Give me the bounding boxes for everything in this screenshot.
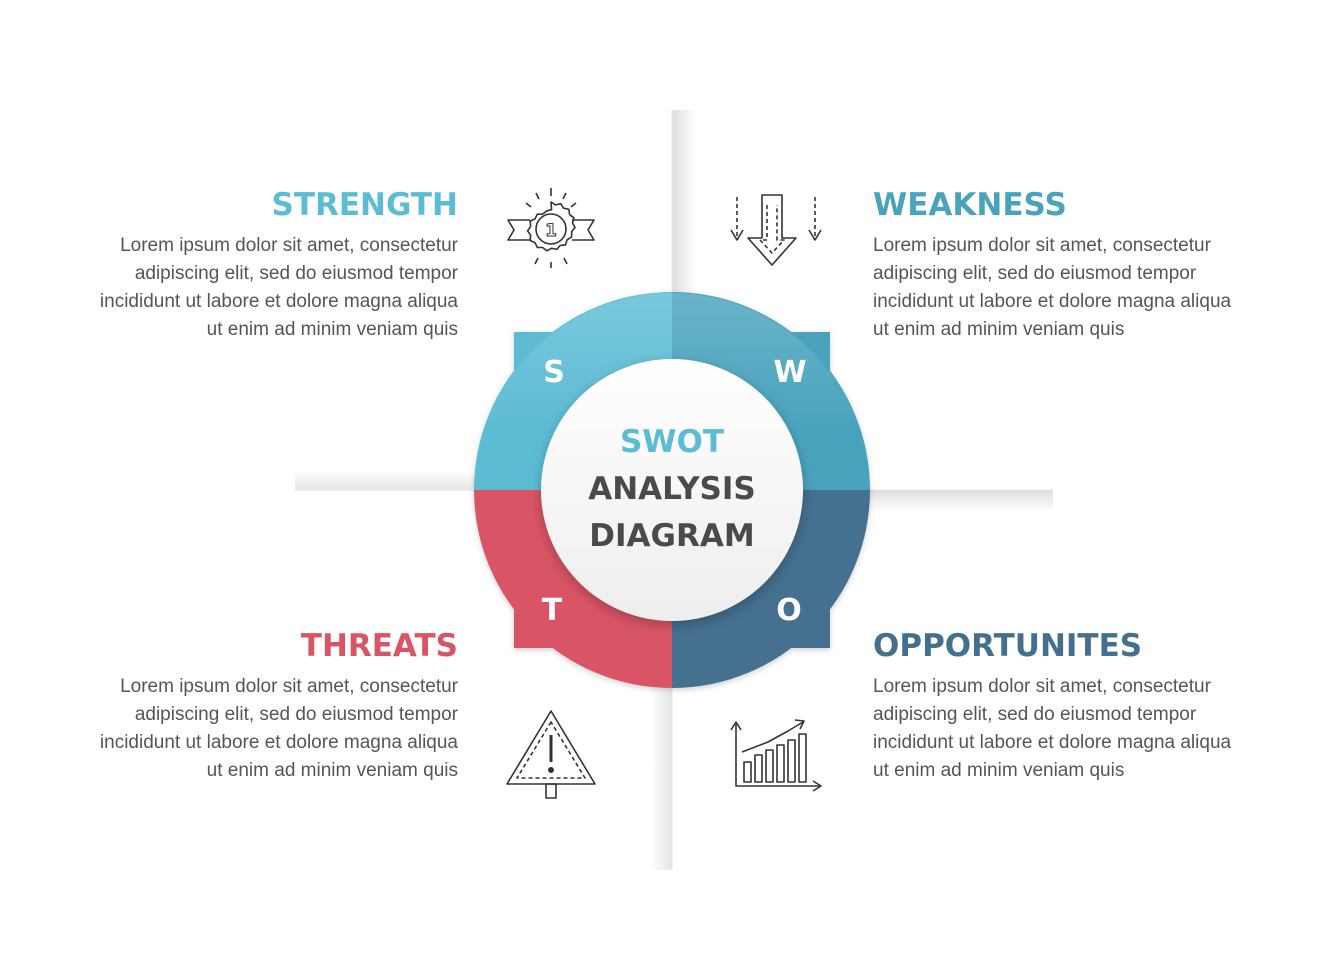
warning-sign-icon xyxy=(506,710,596,799)
divider-bottom-shadow xyxy=(650,680,672,870)
letter-o: O xyxy=(776,593,802,628)
divider-top-shadow xyxy=(672,110,696,300)
center-disc xyxy=(541,359,803,621)
letter-t: T xyxy=(542,593,563,628)
weakness-title: WEAKNESS xyxy=(873,187,1067,223)
strength-description: Lorem ipsum dolor sit amet, consectetur … xyxy=(99,235,458,340)
center-title-diagram: DIAGRAM xyxy=(589,518,754,554)
strength-title: STRENGTH xyxy=(271,187,458,223)
quadrant-dividers xyxy=(295,110,1053,870)
weakness-description: Lorem ipsum dolor sit amet, consectetur … xyxy=(873,235,1232,340)
threats-title: THREATS xyxy=(300,628,458,664)
svg-text:1: 1 xyxy=(545,221,557,241)
growth-chart-icon xyxy=(730,719,822,792)
center-title-swot: SWOT xyxy=(620,424,724,460)
medal-icon: 1 xyxy=(507,188,595,268)
letter-s: S xyxy=(543,355,565,390)
opportunities-title: OPPORTUNITES xyxy=(873,628,1143,664)
opportunities-description: Lorem ipsum dolor sit amet, consectetur … xyxy=(873,676,1232,781)
divider-right-shadow xyxy=(868,490,1053,512)
center-title-analysis: ANALYSIS xyxy=(588,471,756,507)
threats-description: Lorem ipsum dolor sit amet, consectetur … xyxy=(99,676,458,781)
letter-w: W xyxy=(773,355,806,390)
down-arrows-icon xyxy=(730,194,822,266)
divider-left-shadow xyxy=(295,470,480,490)
